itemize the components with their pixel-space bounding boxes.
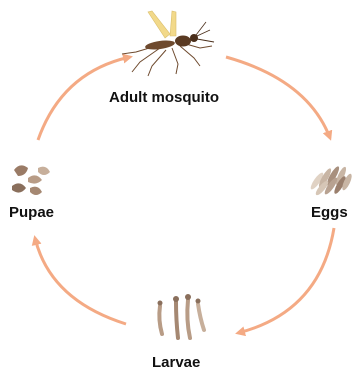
pupae-icon [12, 165, 50, 195]
arrow-larvae-to-pupae [35, 238, 126, 324]
larvae-icon [158, 294, 205, 338]
eggs-icon [309, 165, 353, 197]
arrow-adult-to-eggs [226, 57, 330, 138]
stage-label-adult-mosquito: Adult mosquito [109, 90, 219, 105]
stage-label-larvae: Larvae [152, 355, 200, 370]
stage-label-eggs: Eggs [311, 205, 348, 220]
mosquito-icon [122, 11, 214, 76]
stage-label-pupae: Pupae [9, 205, 54, 220]
arrow-eggs-to-larvae [238, 228, 334, 333]
